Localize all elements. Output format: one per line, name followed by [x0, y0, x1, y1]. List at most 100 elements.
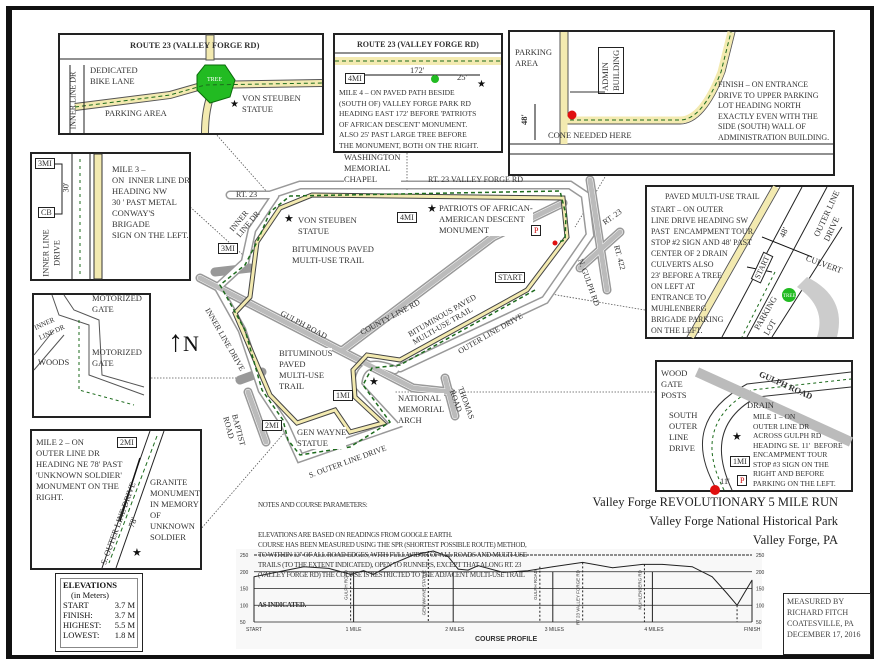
- inset-mile-3: 3MI CB 30' INNER LINE DRIVE MILE 3 – ON …: [30, 152, 191, 281]
- elevation-point: [253, 576, 255, 578]
- north-arrow-icon: ↑N: [168, 325, 199, 358]
- notes-line: (VALLEY FORGE RD) THE COURSE IS RESTRICT…: [258, 571, 525, 579]
- woods-label: WOODS: [38, 357, 70, 367]
- notes-line: ELEVATIONS ARE BASED ON READINGS FROM GO…: [258, 531, 453, 539]
- inset-mile-2: ★ 2MI MILE 2 – ON OUTER LINE DR HEADING …: [30, 429, 202, 570]
- cone-needed-label: CONE NEEDED HERE: [548, 130, 632, 140]
- elevation-point: [726, 593, 728, 594]
- mile-1-description: MILE 1 – ON OUTER LINE DR ACROSS GULPH R…: [753, 412, 843, 488]
- elevation-key: START: [63, 600, 89, 610]
- x-tick-label: 4 MILES: [644, 627, 664, 633]
- elevation-point: [467, 569, 469, 571]
- profile-marker-label: GEN WAYNE STATUE: [421, 570, 426, 615]
- elevation-point: [303, 566, 305, 568]
- north-label: N: [183, 331, 199, 356]
- label-washington-chapel: WASHINGTON MEMORIAL CHAPEL: [344, 152, 401, 185]
- race-title: Valley Forge REVOLUTIONARY 5 MILE RUN: [592, 495, 838, 509]
- elevation-key: LOWEST:: [63, 630, 100, 640]
- elevation-point: [350, 574, 352, 575]
- start-description: START – ON OUTER LINE DRIVE HEADING SW P…: [651, 205, 754, 335]
- elevation-point: [691, 566, 693, 568]
- label-inner-line-drive: INNER LINE DRIVE: [203, 307, 246, 373]
- finish-description: FINISH – ON ENTRANCE DRIVE TO UPPER PARK…: [718, 80, 830, 142]
- star-icon: ★: [732, 431, 742, 443]
- inner-line-drive-label: INNER LINE DRIVE: [40, 229, 62, 277]
- svg-text:★: ★: [284, 213, 294, 225]
- measured-line: COATESVILLE, PA: [787, 619, 854, 628]
- paved-trail-label: PAVED MULTI-USE TRAIL: [665, 192, 760, 201]
- notes-line: TO WITHIN 12" OF ALL ROAD EDGES, WITH FU…: [258, 551, 527, 559]
- label-von-steuben-statue: VON STEUBEN STATUE: [298, 215, 357, 237]
- profile-marker-label: MUHLENBERG RD: [637, 569, 642, 609]
- distance-48: 48': [518, 114, 529, 125]
- wood-gate-posts-label: WOOD GATE POSTS: [661, 368, 688, 400]
- distance-11: 11': [720, 476, 730, 486]
- finish-dot: [710, 485, 720, 495]
- inset-motorized-gates: MOTORIZED GATE MOTORIZED GATE WOODS INNE…: [32, 293, 151, 418]
- mile-4-marker: 4MI: [397, 212, 417, 223]
- measured-line: RICHARD FITCH: [787, 608, 849, 617]
- elevation-row: LOWEST:1.8 M: [63, 630, 135, 640]
- x-tick-label: FINISH: [744, 627, 761, 633]
- elevation-point: [457, 568, 459, 570]
- y-tick-label-right: 50: [756, 620, 762, 626]
- elevation-point: [432, 550, 434, 552]
- elevation-point: [736, 604, 738, 606]
- distance-30: 30': [60, 182, 71, 193]
- chart-title: COURSE PROFILE: [475, 636, 538, 643]
- svg-text:★: ★: [427, 203, 437, 215]
- tree-label: TREE: [783, 294, 796, 299]
- notes-line: TRAILS (TO THE EXTENT INDICATED), OPEN T…: [258, 561, 522, 569]
- mile-3-description: MILE 3 – ON INNER LINE DR HEADING NW 30 …: [112, 164, 190, 240]
- elevation-point: [661, 563, 663, 565]
- mile-1-marker: 1MI: [730, 456, 750, 467]
- inset-mile-1: ★ WOOD GATE POSTS GULPH ROAD DRAIN SOUTH…: [655, 360, 854, 495]
- mile-1-marker: 1MI: [333, 390, 353, 401]
- distance-25: 25': [457, 72, 468, 82]
- label-bituminous-paved-trail: BITUMINOUS PAVED MULTI-USE TRAIL: [279, 348, 333, 392]
- notes-lines: ELEVATIONS ARE BASED ON READINGS FROM GO…: [258, 530, 527, 580]
- y-tick-label-right: 250: [756, 553, 765, 559]
- elevation-point: [751, 579, 753, 581]
- finish-dot: [567, 110, 577, 120]
- inset-start: PAVED MULTI-USE TRAIL START – ON OUTER L…: [645, 185, 854, 339]
- y-tick-label-right: 200: [756, 570, 765, 576]
- admin-building: ADMIN BUILDING: [598, 46, 624, 94]
- tree-icon: [196, 64, 236, 104]
- inset-finish: PARKING AREA ADMIN BUILDING 48' CONE NEE…: [508, 30, 835, 176]
- x-tick-label: 3 MILES: [545, 627, 565, 633]
- von-steuben-label: VON STEUBEN STATUE: [242, 93, 301, 114]
- mile-2-marker: 2MI: [117, 437, 137, 448]
- mile-4-description: MILE 4 – ON PAVED PATH BESIDE (SOUTH OF)…: [339, 88, 479, 150]
- label-baptist: BAPTISTROAD: [221, 413, 247, 449]
- elevation-point: [447, 556, 449, 558]
- distance-172: 172': [410, 65, 425, 75]
- y-tick-label-right: 100: [756, 603, 765, 609]
- label-patriots-monument: PATRIOTS OF AFRICAN- AMERICAN DESCENT MO…: [439, 203, 533, 236]
- measured-line: MEASURED BY: [787, 597, 845, 606]
- mile-2-marker: 2MI: [262, 420, 282, 431]
- x-tick-label: START: [246, 627, 262, 633]
- conway-brigade-sign: CB: [38, 207, 55, 218]
- elevation-key: FINISH:: [63, 610, 93, 620]
- label-rt422: RT. 422: [612, 244, 627, 271]
- motorized-gate-1-label: MOTORIZED GATE: [92, 293, 142, 314]
- finish-dot: [552, 240, 558, 246]
- y-tick-label-left: 50: [240, 620, 246, 626]
- label-rt23-b: RT. 23: [601, 207, 623, 227]
- bike-lane-label: DEDICATED BIKE LANE: [90, 65, 138, 86]
- elevation-row: HIGHEST:5.5 M: [63, 620, 135, 630]
- notes-line: COURSE HAS BEEN MEASURED USING THE SPR (…: [258, 541, 527, 549]
- elevation-point: [477, 565, 479, 567]
- star-icon: ★: [132, 547, 142, 559]
- elevation-value: 3.7 M: [114, 600, 135, 610]
- label-gen-wayne-statue: GEN WAYNE STATUE: [297, 427, 347, 449]
- tree-label: TREE: [207, 77, 222, 83]
- elevation-point: [393, 562, 394, 564]
